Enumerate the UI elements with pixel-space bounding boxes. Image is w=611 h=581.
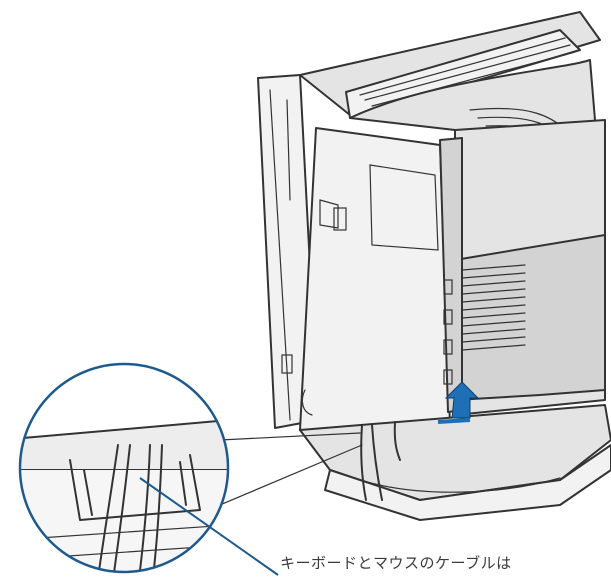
lift-arrow-icon — [437, 381, 480, 424]
side-vents — [461, 264, 526, 351]
cables — [360, 421, 401, 501]
zoom-detail-circle — [18, 362, 230, 574]
callout-label: キーボードとマウスのケーブルは — [280, 554, 512, 572]
top-housing — [299, 11, 601, 119]
callout-leader-line — [139, 477, 279, 576]
rear-cover — [299, 127, 451, 431]
zoom-connector-lines — [207, 432, 363, 511]
main-body — [454, 119, 606, 416]
